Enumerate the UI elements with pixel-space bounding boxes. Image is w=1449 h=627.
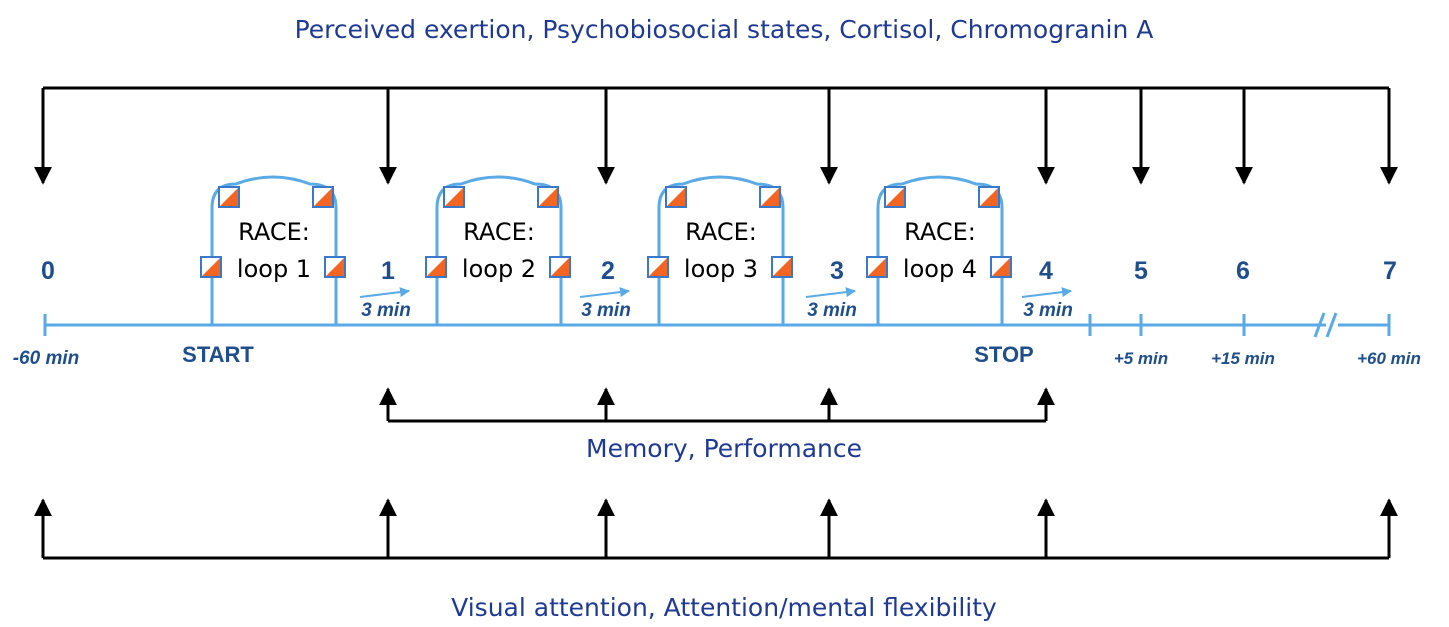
control-flag-loop3-mid-left: [647, 256, 669, 278]
control-flag-loop4-top-left: [884, 186, 906, 208]
timepoint-7: 7: [1383, 257, 1397, 285]
race-loop-1-label: loop 1: [237, 255, 311, 283]
time-label-post15: +15 min: [1211, 349, 1275, 368]
control-flag-loop1-mid-left: [200, 256, 222, 278]
start-label: START: [182, 342, 254, 367]
rest-arrows: [359, 287, 1072, 298]
control-flag-loop1-mid-right: [324, 256, 346, 278]
rest-label-3: 3 min: [807, 300, 857, 321]
control-flag-loop4-mid-right: [990, 256, 1012, 278]
control-flag-loop2-top-left: [443, 186, 465, 208]
timepoint-0: 0: [41, 257, 55, 285]
race-loop-1-title: RACE:: [238, 218, 310, 246]
time-label-post5: +5 min: [1114, 349, 1168, 368]
timepoint-3: 3: [830, 257, 844, 285]
bottom-bracket: [34, 498, 1398, 560]
race-loop-2-label: loop 2: [462, 255, 536, 283]
control-flag-loop1-top-right: [312, 186, 334, 208]
race-loop-3-title: RACE:: [685, 218, 757, 246]
control-flag-loop2-top-right: [537, 186, 559, 208]
rest-label-4: 3 min: [1023, 300, 1073, 321]
timeline: [43, 312, 1391, 338]
race-loop-2-title: RACE:: [463, 218, 535, 246]
control-flag-loop3-top-right: [759, 186, 781, 208]
control-flag-loop4-top-right: [978, 186, 1000, 208]
control-flags: [200, 186, 1012, 278]
axis-break-2: [1325, 312, 1338, 338]
time-label-pre: -60 min: [13, 348, 80, 369]
control-flag-loop4-mid-left: [866, 256, 888, 278]
top-measures-label: Perceived exertion, Psychobiosocial stat…: [295, 15, 1154, 44]
race-loop-3-label: loop 3: [684, 255, 758, 283]
timepoint-1: 1: [381, 257, 395, 285]
control-flag-loop1-top-left: [218, 186, 240, 208]
rest-label-2: 3 min: [581, 300, 631, 321]
control-flag-loop2-mid-left: [425, 256, 447, 278]
control-flag-loop3-top-left: [665, 186, 687, 208]
timepoint-4: 4: [1039, 257, 1053, 285]
time-label-post60: +60 min: [1357, 349, 1421, 368]
control-flag-loop3-mid-right: [771, 256, 793, 278]
middle-bracket: [379, 387, 1055, 423]
bottom-measures-label: Visual attention, Attention/mental flexi…: [451, 593, 997, 622]
top-bracket: [34, 86, 1398, 185]
timepoint-2: 2: [601, 257, 615, 285]
rest-label-1: 3 min: [361, 300, 411, 321]
control-flag-loop2-mid-right: [549, 256, 571, 278]
race-loop-4-title: RACE:: [904, 218, 976, 246]
timepoint-6: 6: [1236, 257, 1250, 285]
timepoint-5: 5: [1134, 257, 1148, 285]
stop-label: STOP: [974, 342, 1034, 367]
axis-break-1: [1313, 312, 1326, 338]
race-loop-4-label: loop 4: [903, 255, 977, 283]
middle-measures-label: Memory, Performance: [586, 434, 862, 463]
